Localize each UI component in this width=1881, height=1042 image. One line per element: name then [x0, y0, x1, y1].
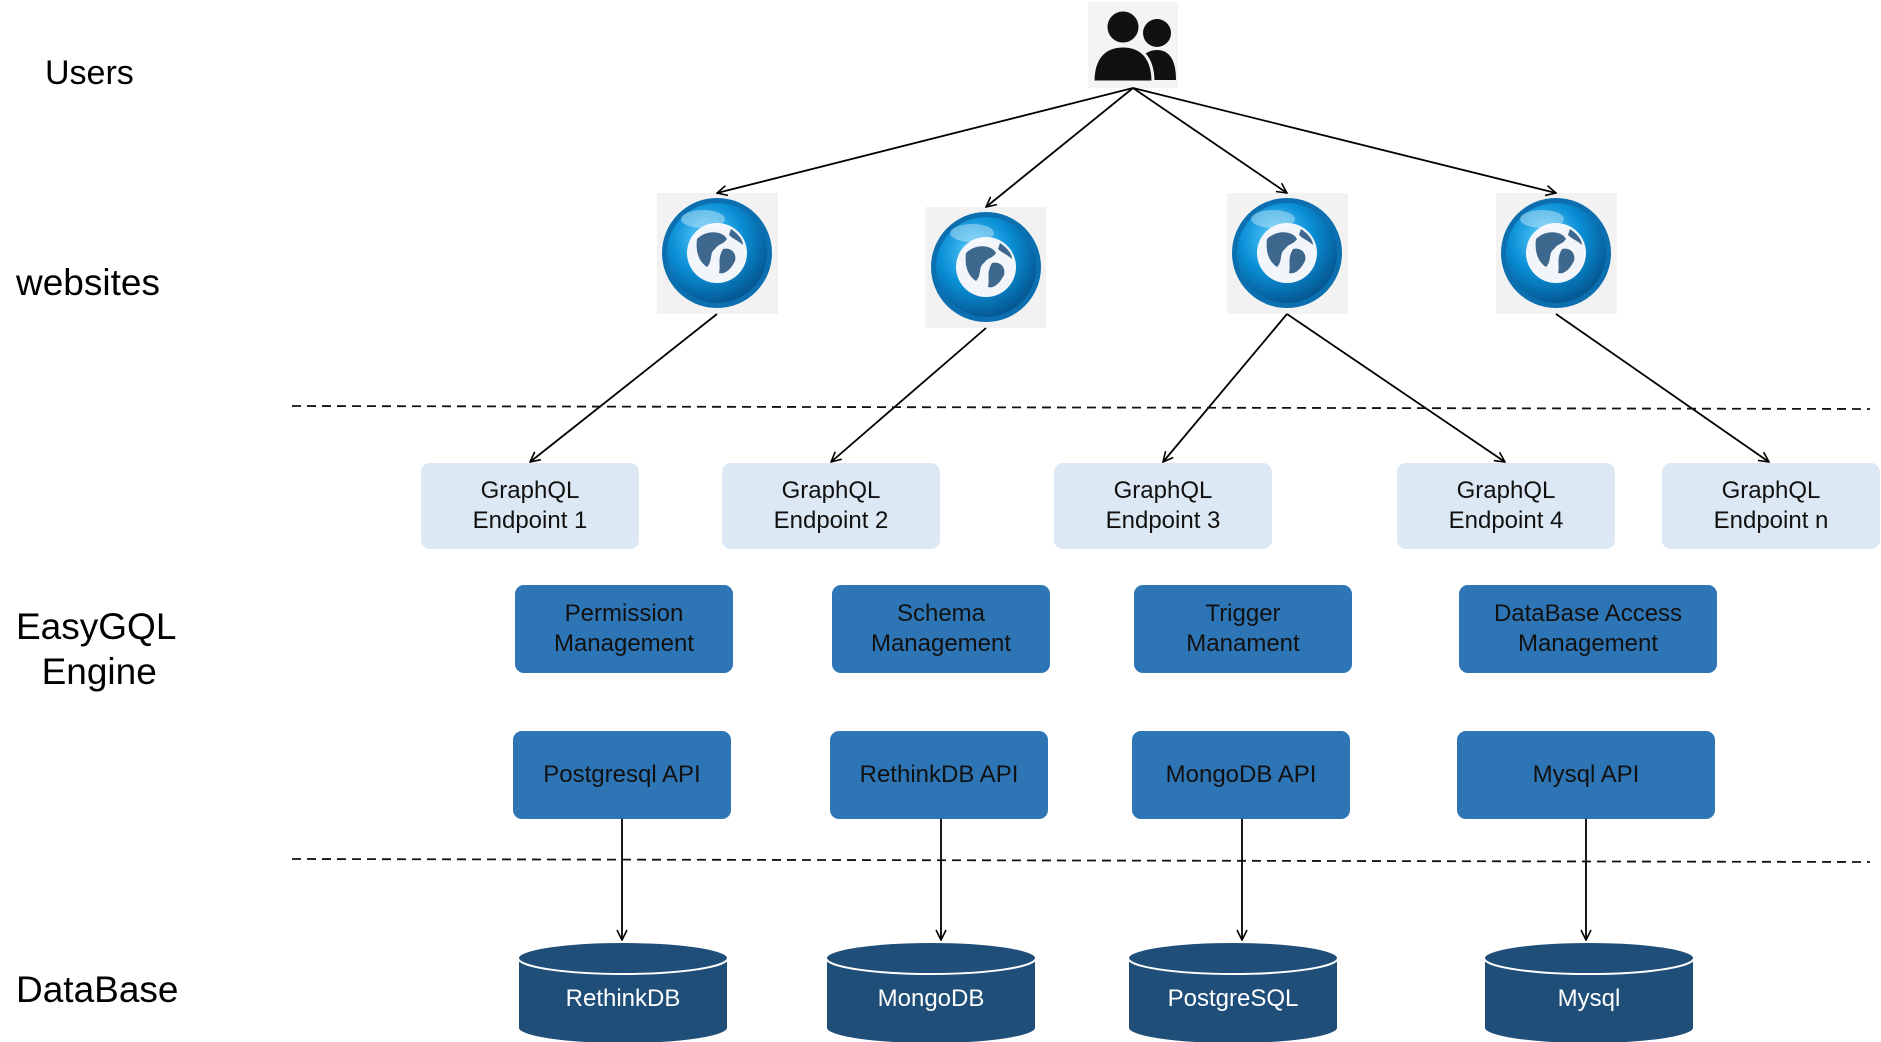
- globe-icon: [931, 212, 1041, 322]
- module-line1: Trigger: [1205, 600, 1281, 627]
- globe-icon: [1501, 198, 1611, 308]
- globe-icon: [662, 198, 772, 308]
- layer-label-engine-line2: Engine: [41, 651, 157, 692]
- graphql-endpoint-2: GraphQL Endpoint 2: [722, 463, 940, 549]
- api-label: Postgresql API: [543, 761, 701, 788]
- arrow-website-3-to-endpoint-4: [1286, 313, 1505, 462]
- endpoint-line2: Endpoint n: [1713, 507, 1829, 534]
- layer-label-websites: websites: [16, 262, 160, 303]
- layer-label-engine-line1: EasyGQL: [16, 606, 177, 647]
- arrow-website-2-to-endpoint-2: [831, 327, 987, 462]
- endpoint-line1: GraphQL: [781, 477, 881, 504]
- endpoint-line1: GraphQL: [1113, 477, 1213, 504]
- arrow-website-3-to-endpoint-3: [1163, 313, 1288, 462]
- graphql-endpoint-n: GraphQL Endpoint n: [1662, 463, 1880, 549]
- module-line2: Management: [553, 630, 695, 657]
- arrow-website-1-to-endpoint-1: [530, 313, 718, 462]
- arrow-users-to-website-2: [986, 87, 1134, 207]
- layer-label-engine: EasyGQL Engine: [16, 604, 176, 694]
- separator-engine-database: [291, 858, 1871, 863]
- endpoint-line1: GraphQL: [480, 477, 580, 504]
- layer-label-users: Users: [45, 54, 134, 92]
- schema-management-module: Schema Management: [832, 585, 1050, 673]
- database-access-management-module: DataBase Access Management: [1459, 585, 1717, 673]
- mongodb-api-box: MongoDB API: [1132, 731, 1350, 819]
- database-cylinder-1: [517, 941, 729, 1042]
- layer-label-database: DataBase: [16, 969, 179, 1010]
- module-line1: Schema: [896, 600, 986, 627]
- rethinkdb-api-box: RethinkDB API: [830, 731, 1048, 819]
- endpoint-line1: GraphQL: [1456, 477, 1556, 504]
- users-group-icon: [1091, 8, 1176, 84]
- arrow-website-4-to-endpoint-n: [1555, 313, 1769, 462]
- module-line1: Permission: [564, 600, 684, 627]
- postgresql-api-box: Postgresql API: [513, 731, 731, 819]
- trigger-management-module: Trigger Manament: [1134, 585, 1352, 673]
- endpoint-line1: GraphQL: [1721, 477, 1821, 504]
- permission-management-module: Permission Management: [515, 585, 733, 673]
- api-label: Mysql API: [1532, 761, 1640, 788]
- endpoint-line2: Endpoint 2: [773, 507, 889, 534]
- arrow-users-to-website-4: [1132, 87, 1556, 193]
- endpoint-line2: Endpoint 3: [1105, 507, 1221, 534]
- database-cylinder-2: [825, 941, 1037, 1042]
- graphql-endpoint-4: GraphQL Endpoint 4: [1397, 463, 1615, 549]
- module-line2: Manament: [1186, 630, 1300, 657]
- graphql-endpoint-1: GraphQL Endpoint 1: [421, 463, 639, 549]
- api-label: RethinkDB API: [859, 761, 1019, 788]
- separator-websites-engine: [291, 405, 1871, 410]
- database-label-mongodb: MongoDB: [877, 985, 985, 1012]
- database-label-mysql: Mysql: [1557, 985, 1621, 1012]
- globe-icon: [1232, 198, 1342, 308]
- database-label-postgresql: PostgreSQL: [1167, 985, 1299, 1012]
- mysql-api-box: Mysql API: [1457, 731, 1715, 819]
- arrow-users-to-website-1: [717, 87, 1134, 193]
- module-line2: Management: [1517, 630, 1659, 657]
- module-line2: Management: [870, 630, 1012, 657]
- arrow-users-to-website-3: [1132, 87, 1287, 193]
- database-label-rethinkdb: RethinkDB: [565, 985, 681, 1012]
- graphql-endpoint-3: GraphQL Endpoint 3: [1054, 463, 1272, 549]
- endpoint-line2: Endpoint 1: [472, 507, 588, 534]
- endpoint-line2: Endpoint 4: [1448, 507, 1564, 534]
- database-cylinder-3: [1127, 941, 1339, 1042]
- api-label: MongoDB API: [1165, 761, 1317, 788]
- database-cylinder-4: [1483, 941, 1695, 1042]
- module-line1: DataBase Access: [1493, 600, 1683, 627]
